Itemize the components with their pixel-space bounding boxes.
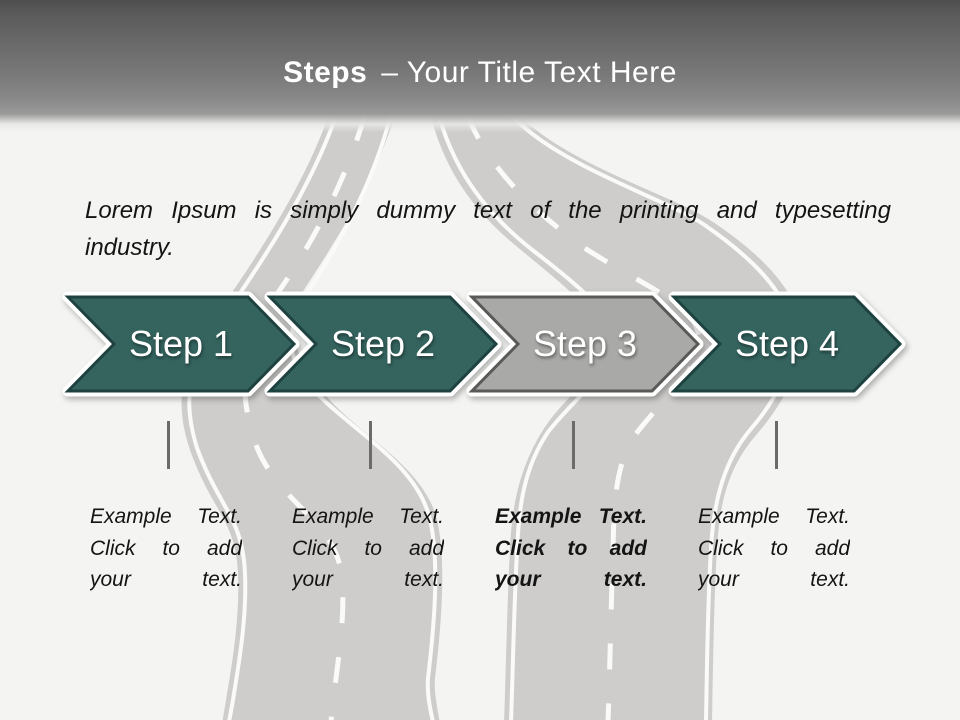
header-band: Steps – Your Title Text Here	[0, 0, 960, 132]
chevron-shape	[670, 295, 903, 393]
description-line: Example Text.	[90, 505, 242, 528]
step-4-chevron[interactable]: Step 4	[665, 288, 909, 400]
step-1-connector-line	[167, 421, 170, 469]
left-road-edge-line	[289, 56, 438, 720]
left-road-center-dashes	[242, 56, 379, 720]
description-line: your text.	[495, 568, 647, 591]
description-line: Click to add	[698, 536, 850, 560]
step-3-label: Step 3	[532, 323, 638, 364]
chevron-shape	[64, 295, 297, 393]
description-line: Example Text.	[495, 505, 647, 528]
step-3-description[interactable]: Example Text. Click to add your text.	[495, 501, 647, 596]
step-4-label: Step 4	[734, 323, 840, 364]
description-line: your text.	[90, 568, 242, 591]
description-line: Click to add	[90, 536, 242, 560]
description-line: Click to add	[292, 536, 444, 560]
chevron-shape	[266, 295, 499, 393]
step-2-chevron[interactable]: Step 2	[261, 288, 505, 400]
chevron-shape	[468, 295, 701, 393]
description-line: your text.	[292, 568, 444, 591]
title-emphasis: Steps	[283, 56, 368, 89]
left-road-edge-line	[187, 56, 353, 720]
description-line: Example Text.	[698, 505, 850, 528]
intro-text[interactable]: Lorem Ipsum is simply dummy text of the …	[85, 192, 891, 266]
page-title[interactable]: Steps – Your Title Text Here	[0, 56, 960, 90]
step-3-chevron[interactable]: Step 3	[463, 288, 707, 400]
description-line: Example Text.	[292, 505, 444, 528]
description-line: Click to add	[495, 536, 647, 560]
step-1-description[interactable]: Example Text. Click to add your text.	[90, 501, 242, 596]
step-2-connector-line	[369, 421, 372, 469]
description-line: your text.	[698, 568, 850, 591]
step-3-connector-line	[572, 421, 575, 469]
step-1-chevron[interactable]: Step 1	[59, 288, 303, 400]
step-1-label: Step 1	[128, 323, 234, 364]
title-text: – Your Title Text Here	[381, 56, 677, 89]
intro-line-2: industry.	[85, 234, 174, 261]
step-2-label: Step 2	[330, 323, 436, 364]
intro-line-1: Lorem Ipsum is simply dummy text of the …	[85, 197, 891, 224]
step-2-description[interactable]: Example Text. Click to add your text.	[292, 501, 444, 596]
step-4-connector-line	[775, 421, 778, 469]
step-4-description[interactable]: Example Text. Click to add your text.	[698, 501, 850, 596]
